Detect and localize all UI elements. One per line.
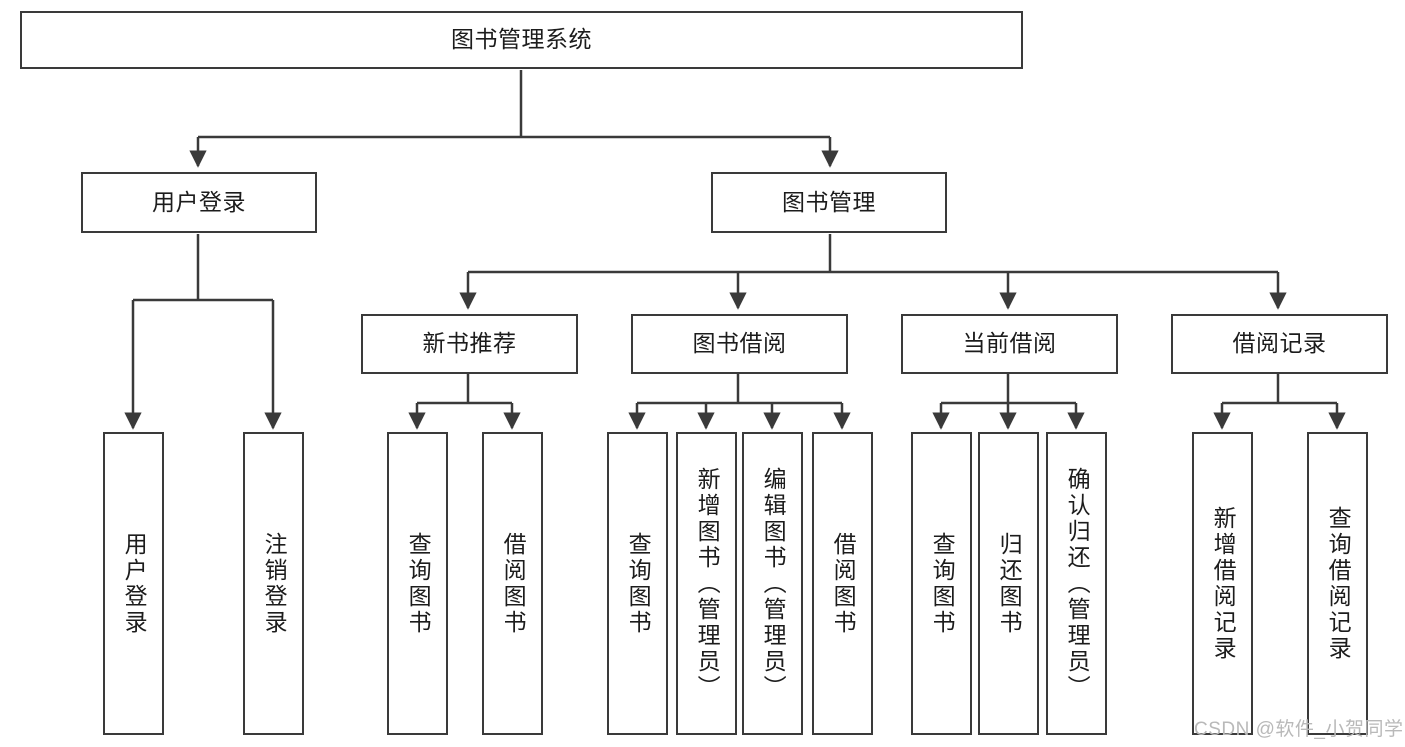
watermark-text: CSDN @软件_小贺同学: [1194, 719, 1404, 740]
node-borrow-record-label: 借阅记录: [1232, 330, 1327, 357]
node-leaf-add-record-label: 新增借阅记录: [1210, 505, 1237, 662]
node-leaf-user-logout-label: 注销登录: [261, 531, 288, 636]
node-leaf-query-book-3-label: 查询图书: [929, 531, 956, 636]
node-user-login-label: 用户登录: [152, 188, 246, 215]
node-leaf-return-book-label: 归还图书: [996, 531, 1023, 636]
node-book-borrow[interactable]: 图书借阅: [631, 314, 848, 374]
node-leaf-query-record[interactable]: 查询借阅记录: [1307, 432, 1368, 735]
node-root[interactable]: 图书管理系统: [20, 11, 1023, 69]
node-leaf-add-book-label: 新增图书（管理员）: [694, 466, 721, 701]
node-leaf-query-record-label: 查询借阅记录: [1325, 505, 1352, 662]
node-leaf-query-book-1[interactable]: 查询图书: [387, 432, 448, 735]
node-leaf-add-record[interactable]: 新增借阅记录: [1192, 432, 1253, 735]
node-leaf-borrow-book-1[interactable]: 借阅图书: [482, 432, 543, 735]
node-leaf-confirm-return[interactable]: 确认归还（管理员）: [1046, 432, 1107, 735]
node-leaf-edit-book[interactable]: 编辑图书（管理员）: [742, 432, 803, 735]
node-leaf-borrow-book-2[interactable]: 借阅图书: [812, 432, 873, 735]
node-book-borrow-label: 图书借阅: [692, 330, 787, 357]
node-leaf-query-book-1-label: 查询图书: [405, 531, 432, 636]
node-leaf-query-book-3[interactable]: 查询图书: [911, 432, 972, 735]
node-borrow-record[interactable]: 借阅记录: [1171, 314, 1388, 374]
node-current-borrow-label: 当前借阅: [962, 330, 1057, 357]
node-leaf-user-login[interactable]: 用户登录: [103, 432, 164, 735]
node-new-book-recommend[interactable]: 新书推荐: [361, 314, 578, 374]
node-current-borrow[interactable]: 当前借阅: [901, 314, 1118, 374]
node-user-login[interactable]: 用户登录: [81, 172, 317, 233]
node-leaf-borrow-book-2-label: 借阅图书: [830, 531, 857, 636]
node-leaf-edit-book-label: 编辑图书（管理员）: [760, 466, 787, 701]
node-leaf-add-book[interactable]: 新增图书（管理员）: [676, 432, 737, 735]
node-leaf-confirm-return-label: 确认归还（管理员）: [1064, 466, 1091, 701]
node-book-manage[interactable]: 图书管理: [711, 172, 947, 233]
node-root-label: 图书管理系统: [451, 26, 592, 53]
node-leaf-query-book-2[interactable]: 查询图书: [607, 432, 668, 735]
node-leaf-user-logout[interactable]: 注销登录: [243, 432, 304, 735]
node-leaf-return-book[interactable]: 归还图书: [978, 432, 1039, 735]
node-leaf-user-login-label: 用户登录: [121, 531, 148, 636]
node-new-book-recommend-label: 新书推荐: [422, 330, 517, 357]
node-book-manage-label: 图书管理: [782, 188, 876, 215]
node-leaf-borrow-book-1-label: 借阅图书: [500, 531, 527, 636]
node-leaf-query-book-2-label: 查询图书: [625, 531, 652, 636]
